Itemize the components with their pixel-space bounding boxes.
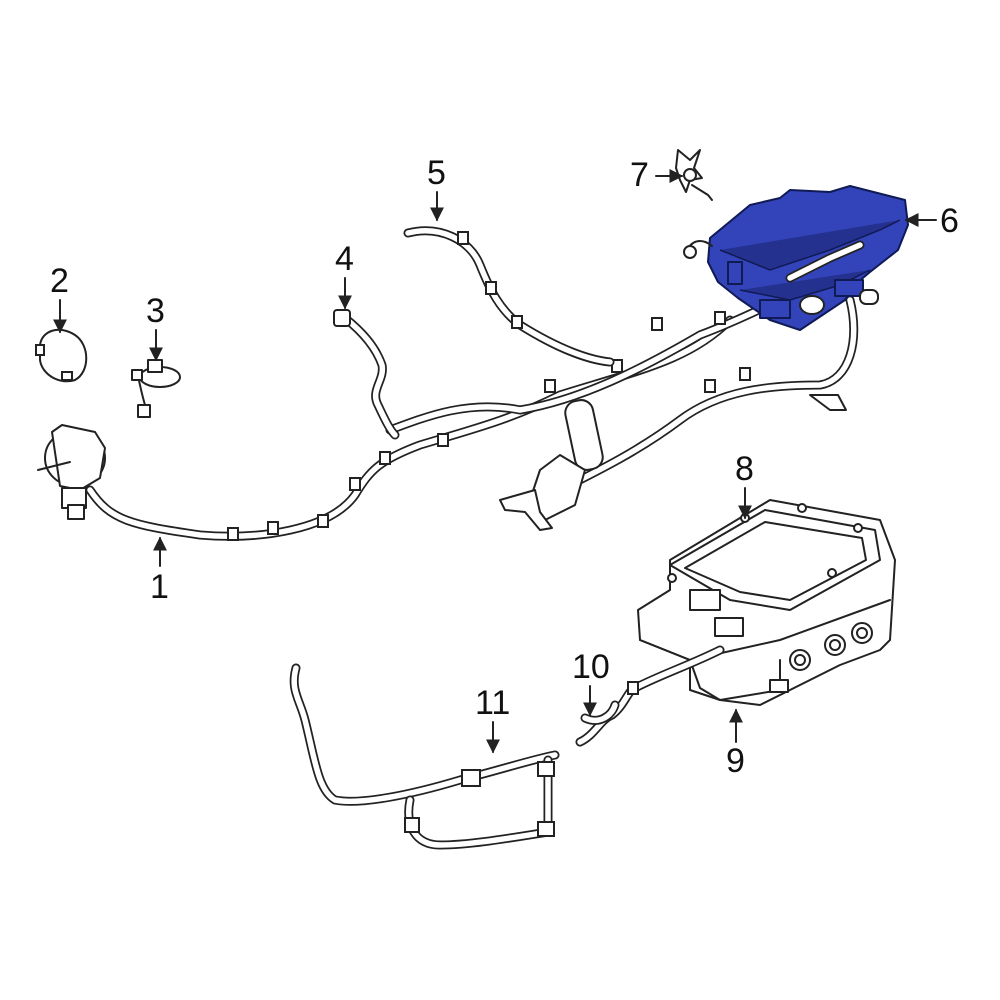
callout-1: 1: [150, 568, 169, 606]
inverter-assembly: [637, 499, 896, 706]
callout-7: 7: [630, 156, 649, 194]
leader-arrows: [53, 169, 937, 754]
sensor-pigtail: [131, 359, 181, 418]
charging-module-highlighted: [683, 185, 909, 331]
main-wire-harness: [37, 270, 859, 541]
inverter-hose: [575, 645, 725, 747]
callout-4: 4: [335, 240, 354, 278]
charge-port-cap: [35, 328, 88, 383]
callout-10: 10: [572, 648, 610, 686]
callout-9: 9: [726, 742, 745, 780]
callout-5: 5: [427, 154, 446, 192]
lower-coolant-hose: [289, 663, 560, 850]
coolant-hose: [403, 226, 615, 367]
callout-11: 11: [475, 684, 511, 722]
callout-8: 8: [735, 450, 754, 488]
callout-6: 6: [940, 202, 959, 240]
sensor-harness: [333, 309, 400, 440]
callout-2: 2: [50, 262, 69, 300]
callout-3: 3: [146, 292, 165, 330]
